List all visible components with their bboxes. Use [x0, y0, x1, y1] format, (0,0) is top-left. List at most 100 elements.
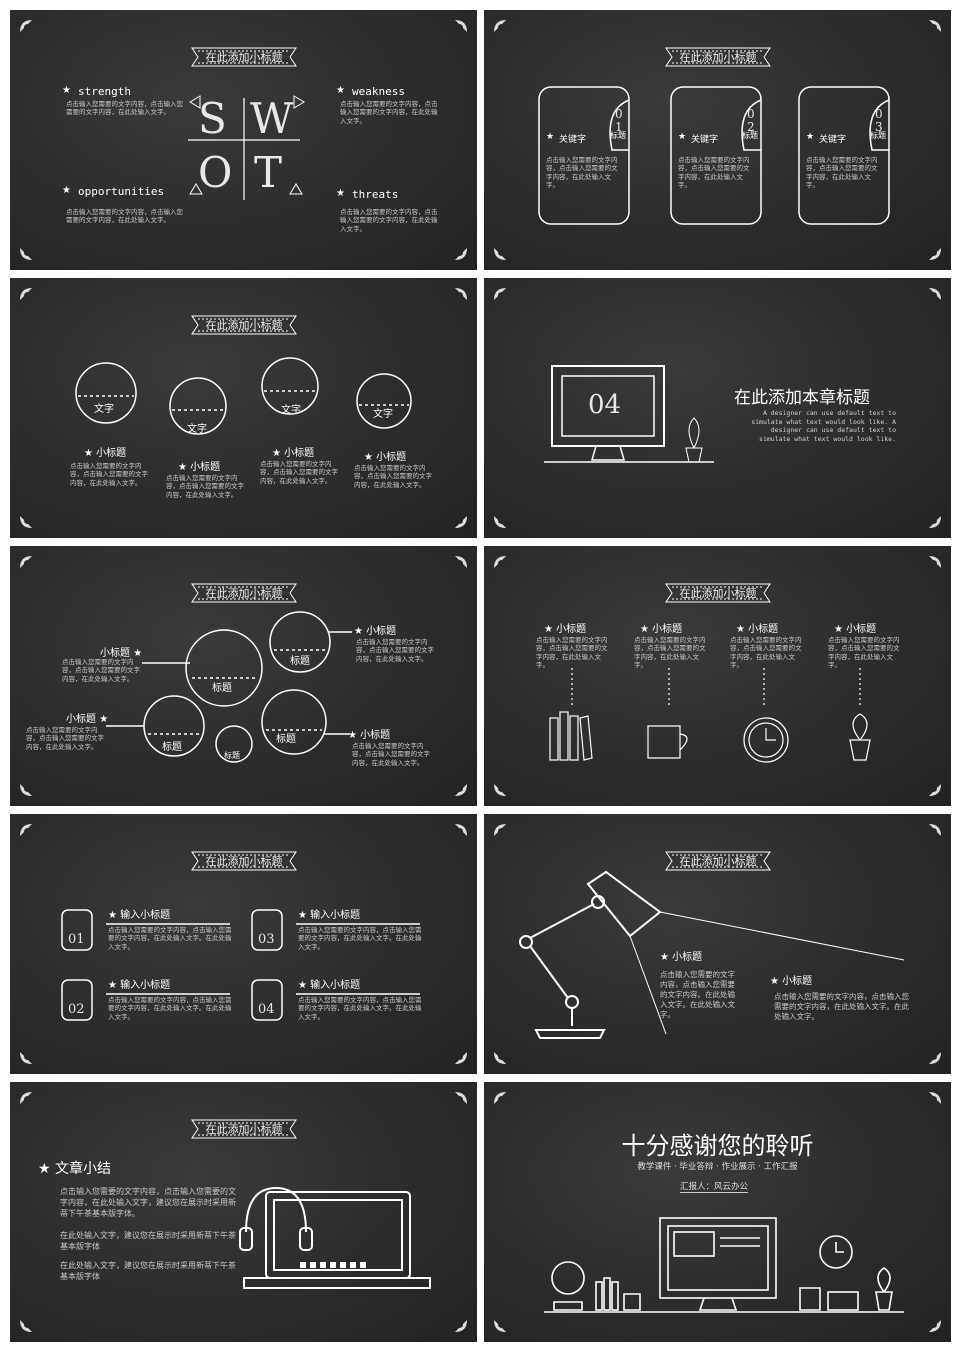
card-key: 关键字 [691, 135, 719, 145]
letter-s: S [198, 94, 227, 143]
text-2: 点击输入您需要的文字内容，点击输入您需要的文字内容，在此处输入文字。在此处输入文… [108, 996, 232, 1021]
slide-lamp[interactable]: 在此添加小标题 ★ 小标题 点击输入您需要的文字内容，点击输入您需要的文字内容。… [484, 814, 951, 1074]
star-icon: ★ [62, 185, 71, 196]
card-key: 关键字 [559, 135, 587, 145]
letter-o: O [198, 148, 233, 197]
swot-decoration [188, 95, 305, 200]
label-strength: strength [78, 85, 131, 98]
slide-thanks[interactable]: 十分感谢您的聆听 教学课件 · 毕业答辩 · 作业展示 · 工作汇报 汇报人：风… [484, 1082, 951, 1342]
subtitle-right-1: ★ 小标题 [354, 626, 397, 637]
subtitle-1: ★ 输入小标题 [108, 910, 171, 921]
label-weakness: weakness [352, 85, 405, 98]
subtitle-4: ★ 小标题 [364, 452, 407, 463]
text-3: 点击输入您需要的文字内容，点击输入您需要的文字内容，在此处输入文字。 [730, 636, 802, 669]
subtitle-3: ★ 小标题 [272, 448, 315, 459]
text-3: 点击输入您需要的文字内容，点击输入您需要的文字内容，在此处输入文字。 [260, 460, 338, 485]
corner-ornament-icon [929, 516, 941, 528]
card-number: 0 3 [875, 107, 883, 134]
text-left-2: 点击输入您需要的文字内容，点击输入您需要的文字内容，在此处输入文字。 [26, 726, 104, 751]
slide-summary[interactable]: 在此添加小标题 ★ 文章小结 点击输入您需要的文字内容，点击输入您需要的文字内容… [10, 1082, 477, 1342]
corner-ornament-icon [494, 824, 506, 836]
slide-gear-cluster[interactable]: 在此添加小标题 标题 标题 标题 标题 标题 小标题 ★ 点击输入您需要的文字内… [10, 546, 477, 806]
label-opportunities: opportunities [78, 185, 165, 198]
subtitle-2: ★ 输入小标题 [108, 980, 171, 991]
ribbon-title: 在此添加小标题 [664, 580, 772, 606]
text-1: 点击输入您需要的文字内容，点击输入您需要的文字内容，在此处输入文字。 [536, 636, 608, 669]
ribbon-title: 在此添加小标题 [190, 312, 298, 338]
slide-chapter[interactable]: 04 在此添加本章标题 A designer can use default t… [484, 278, 951, 538]
gear-label: 标题 [224, 751, 240, 760]
corner-ornament-icon [455, 288, 467, 300]
subtitle-right-2: ★ 小标题 [348, 730, 391, 741]
slide-gears[interactable]: 在此添加小标题 文字 文字 文字 文字 ★ 小标题 点击输入您需要的文字内容，点… [10, 278, 477, 538]
corner-ornament-icon [455, 1320, 467, 1332]
star-icon: ★ [62, 85, 71, 96]
chapter-title: 在此添加本章标题 [734, 388, 870, 408]
gear-label: 文字 [373, 409, 393, 420]
corner-ornament-icon [20, 784, 32, 796]
num-04: 04 [258, 1002, 275, 1017]
ribbon-title: 在此添加小标题 [190, 580, 298, 606]
corner-ornament-icon [494, 20, 506, 32]
corner-ornament-icon [929, 1092, 941, 1104]
lamp-icon [519, 870, 905, 1039]
chapter-desc: A designer can use default text to simul… [751, 409, 896, 443]
corner-ornament-icon [929, 1052, 941, 1064]
corner-ornament-icon [455, 784, 467, 796]
text-a: 点击输入您需要的文字内容，点击输入您需要的文字内容。在此处输入文字。在此处输入文… [660, 970, 735, 1019]
num-01: 01 [68, 932, 85, 947]
laptop-icon [239, 1186, 431, 1289]
corner-ornament-icon [20, 288, 32, 300]
text-right-2: 点击输入您需要的文字内容，点击输入您需要的文字内容，在此处输入文字。 [352, 742, 430, 767]
card-key: 关键字 [819, 135, 847, 145]
subtitle-4: ★ 输入小标题 [298, 980, 361, 991]
corner-ornament-icon [929, 248, 941, 260]
label-threats: threats [352, 188, 399, 201]
corner-ornament-icon [494, 556, 506, 568]
text-1: 点击输入您需要的文字内容，点击输入您需要的文字内容，在此处输入文字。在此处输入文… [108, 926, 232, 951]
text-opportunities: 点击输入您需要的文字内容，点击输入您需要的文字内容，在此处输入文字。 [66, 208, 183, 225]
corner-ornament-icon [20, 1320, 32, 1332]
corner-ornament-icon [494, 288, 506, 300]
subtitle-left-2: 小标题 ★ [66, 714, 109, 725]
gears-decoration [75, 357, 412, 435]
card-number: 0 2 [747, 107, 755, 134]
slide-numbered[interactable]: 在此添加小标题 01 02 03 04 ★ 输入小标题 点击输入您需要的文字内容… [10, 814, 477, 1074]
num-03: 03 [258, 932, 275, 947]
summary-p2: 在此处输入文字，建议您在展示时采用新蒂下午茶基本版字体 [60, 1231, 236, 1251]
corner-ornament-icon [455, 824, 467, 836]
summary-p1: 点击输入您需要的文字内容，点击输入您需要的文字内容，在此处输入文字，建议您在展示… [60, 1187, 236, 1218]
card-number: 0 1 [615, 107, 623, 134]
card-text: 点击输入您需要的文字内容，点击输入您需要的文字内容，在此处输入文字。 [678, 156, 750, 189]
ribbon-title: 在此添加小标题 [190, 44, 298, 70]
summary-title: ★ 文章小结 [38, 1161, 112, 1177]
corner-ornament-icon [494, 784, 506, 796]
card-label: 标题 [742, 131, 758, 140]
card-label: 标题 [870, 131, 886, 140]
ribbon-title: 在此添加小标题 [664, 848, 772, 874]
card-text: 点击输入您需要的文字内容，点击输入您需要的文字内容，在此处输入文字。 [546, 156, 618, 189]
corner-ornament-icon [455, 1092, 467, 1104]
corner-ornament-icon [929, 1320, 941, 1332]
slide-icons[interactable]: 在此添加小标题 ★ 小标题 点击输入您需要的文字内容，点击输入您需要的文字内容，… [484, 546, 951, 806]
corner-ornament-icon [20, 20, 32, 32]
corner-ornament-icon [455, 248, 467, 260]
corner-ornament-icon [20, 248, 32, 260]
slide-cards[interactable]: 在此添加小标题 0 1 标题 ★ 关键字 点击输入您需要的文字内容，点击输入您需… [484, 10, 951, 270]
text-2: 点击输入您需要的文字内容，点击输入您需要的文字内容，在此处输入文字。 [634, 636, 706, 669]
corner-ornament-icon [929, 556, 941, 568]
letter-w: W [250, 94, 294, 143]
text-threats: 点击输入您需要的文字内容，点击输入您需要的文字内容，在此处输入文字。 [340, 208, 438, 233]
star-icon: ★ [546, 132, 555, 142]
text-left-1: 点击输入您需要的文字内容，点击输入您需要的文字内容，在此处输入文字。 [62, 658, 140, 683]
gear-label: 文字 [187, 424, 207, 435]
numbered-decoration [61, 909, 420, 1021]
corner-ornament-icon [455, 556, 467, 568]
gear-cluster-decoration [106, 611, 352, 763]
slide-swot[interactable]: 在此添加小标题 S W O T ★ strength 点击输入您需要的文字内容，… [10, 10, 477, 270]
ribbon-title: 在此添加小标题 [190, 848, 298, 874]
star-icon: ★ [806, 132, 815, 142]
card-text: 点击输入您需要的文字内容，点击输入您需要的文字内容，在此处输入文字。 [806, 156, 878, 189]
corner-ornament-icon [929, 824, 941, 836]
star-icon: ★ [336, 85, 345, 96]
